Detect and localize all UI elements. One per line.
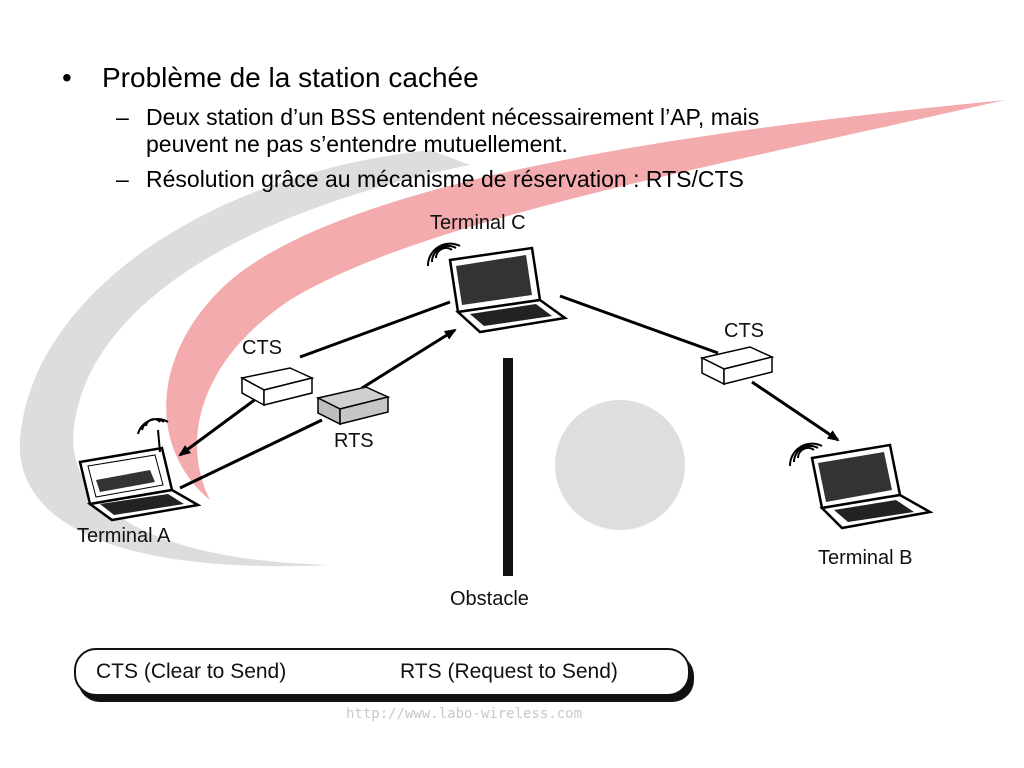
sub-bullet-1-line1: Deux station d’un BSS entendent nécessai…: [146, 104, 760, 130]
link-a-to-c-cts: [299, 300, 451, 359]
obstacle-label: Obstacle: [450, 588, 529, 610]
bullet-glyph: •: [62, 62, 72, 93]
link-a-to-rts: [179, 418, 323, 490]
cts-packet-right: [699, 346, 775, 386]
legend-box: CTS (Clear to Send) RTS (Request to Send…: [74, 648, 690, 696]
link-cts-to-b: [751, 380, 840, 442]
main-bullet-text: Problème de la station cachée: [102, 62, 479, 93]
gray-circle: [555, 400, 685, 530]
sub-bullet-1-line2: peuvent ne pas s’entendre mutuellement.: [146, 131, 568, 157]
cts-left-label: CTS: [242, 337, 282, 359]
legend-cts: CTS (Clear to Send): [96, 660, 287, 683]
cts-packet-left: [239, 367, 315, 407]
footer-url[interactable]: http://www.labo-wireless.com: [346, 706, 583, 722]
gray-swoosh: [19, 150, 470, 567]
terminal-a-label: Terminal A: [77, 525, 171, 547]
sub-bullet-2: –Résolution grâce au mécanisme de réserv…: [116, 166, 744, 193]
terminal-b-label: Terminal B: [818, 547, 913, 569]
terminal-c-laptop-icon: [426, 242, 569, 334]
main-bullet: • Problème de la station cachée: [62, 62, 479, 94]
terminal-c-label: Terminal C: [430, 212, 526, 234]
dash-glyph-1: –: [116, 104, 129, 130]
sub-bullet-1: –Deux station d’un BSS entendent nécessa…: [116, 104, 759, 131]
terminal-b-laptop-icon: [788, 442, 934, 530]
cts-right-label: CTS: [724, 320, 764, 342]
link-cts-to-a: [178, 388, 269, 457]
sub-bullet-2-text: Résolution grâce au mécanisme de réserva…: [146, 166, 744, 192]
dash-glyph-2: –: [116, 166, 129, 192]
rts-label: RTS: [334, 430, 374, 452]
legend-rts: RTS (Request to Send): [400, 660, 618, 683]
terminal-a-laptop-icon: [78, 417, 202, 522]
rts-packet: [315, 386, 391, 426]
obstacle-wall: [503, 358, 513, 576]
link-rts-to-c: [361, 328, 457, 390]
red-swoosh: [166, 100, 1006, 500]
link-c-to-cts-right: [559, 294, 719, 355]
